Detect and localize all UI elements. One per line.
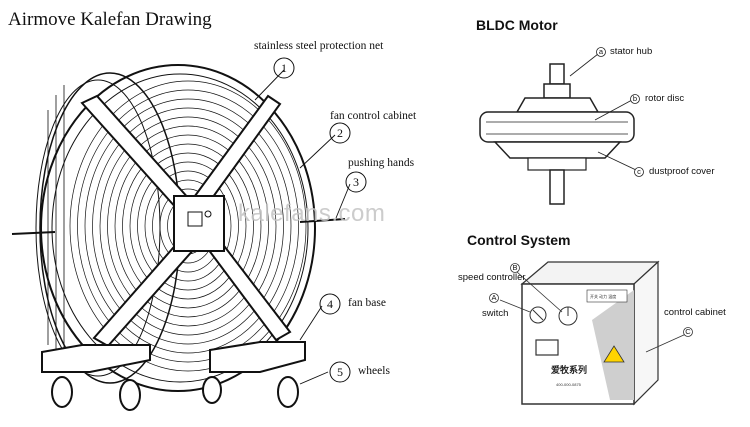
control-letter-a: A bbox=[491, 293, 497, 302]
grill-ring bbox=[129, 152, 247, 300]
grill-ring bbox=[114, 134, 262, 318]
grill-ring bbox=[99, 116, 277, 336]
motor-letter-b: b bbox=[632, 94, 638, 103]
grill-ring bbox=[144, 170, 232, 282]
motor-label-dustproof-cover: dustproof cover bbox=[649, 166, 715, 177]
motor-drawing bbox=[479, 47, 644, 205]
callout-label-control-cabinet: fan control cabinet bbox=[330, 110, 417, 122]
grill-ring bbox=[137, 161, 239, 291]
control-box-header-text: 开关 动力 温度 bbox=[590, 294, 617, 299]
motor-title: BLDC Motor bbox=[476, 17, 558, 33]
grill-ring bbox=[122, 143, 254, 309]
grill-ring bbox=[107, 125, 269, 327]
control-letter-c: C bbox=[685, 327, 691, 336]
grill-ring bbox=[92, 107, 284, 345]
control-label-switch: switch bbox=[482, 308, 509, 319]
callout-number-2: 2 bbox=[337, 126, 343, 140]
motor-letter-c: c bbox=[637, 167, 641, 176]
watermark: kalefans.com bbox=[238, 200, 386, 227]
fan-drawing bbox=[11, 57, 367, 411]
callout-label-protection-net: stainless steel protection net bbox=[254, 40, 384, 52]
control-letter-b: B bbox=[512, 263, 518, 272]
motor-label-rotor-disc: rotor disc bbox=[645, 93, 685, 104]
control-label-control-cabinet: control cabinet bbox=[664, 307, 726, 318]
motor-label-stator-hub: stator hub bbox=[610, 46, 653, 57]
grill-ring bbox=[69, 80, 307, 372]
grill-ring bbox=[84, 98, 292, 354]
control-title: Control System bbox=[467, 232, 571, 248]
control-box-series-text: 爱牧系列 bbox=[551, 365, 588, 375]
grill-ring bbox=[77, 89, 299, 363]
control-box-phone-text: 400-000-0875 bbox=[556, 382, 581, 387]
callout-number-5: 5 bbox=[337, 365, 343, 379]
control-box-drawing bbox=[489, 260, 693, 406]
callout-label-fan-base: fan base bbox=[348, 297, 386, 309]
callout-number-1: 1 bbox=[281, 61, 287, 75]
callout-label-pushing-hands: pushing hands bbox=[348, 157, 415, 169]
callout-number-3: 3 bbox=[353, 175, 359, 189]
callout-number-4: 4 bbox=[327, 297, 333, 311]
fan-drawing-title: Airmove Kalefan Drawing bbox=[8, 9, 212, 30]
control-label-speed-controller: speed controller bbox=[458, 272, 526, 283]
motor-letter-a: a bbox=[598, 47, 604, 56]
callout-label-wheels: wheels bbox=[358, 365, 390, 377]
